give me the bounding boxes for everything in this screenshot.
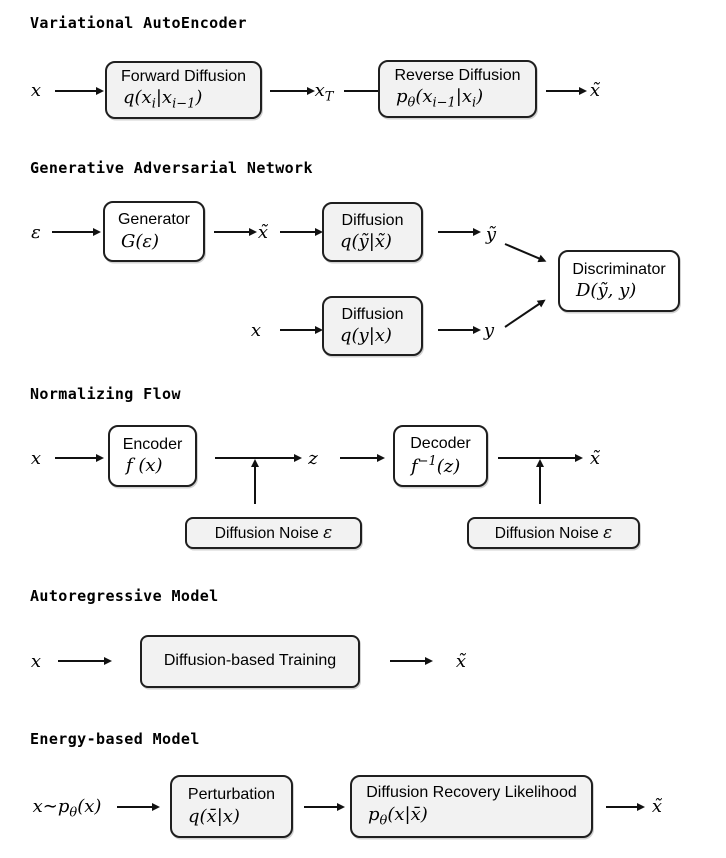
arrow-up <box>536 459 544 504</box>
arrow-diagonal-down <box>504 243 541 260</box>
gan-xtilde-label: x̃ <box>257 222 269 243</box>
box-title: Diffusion <box>341 211 404 229</box>
vae-forward-diffusion-box: Forward Diffusion q(xi|xi−1) <box>105 61 262 119</box>
ar-input-label: x <box>30 651 42 672</box>
arrow-diagonal-up <box>504 302 541 328</box>
box-title: Decoder <box>410 434 471 452</box>
box-formula: D(ỹ, y) <box>576 280 637 302</box>
arrow-right <box>546 87 587 95</box>
box-formula: G(ε) <box>121 230 160 252</box>
section-title-ar: Autoregressive Model <box>30 587 219 605</box>
arrow-right <box>438 326 481 334</box>
arrow-right <box>438 228 481 236</box>
arrow-right <box>270 87 315 95</box>
section-title-ebm: Energy-based Model <box>30 730 200 748</box>
box-title: Discriminator <box>572 260 666 278</box>
gan-discriminator-box: Discriminator D(ỹ, y) <box>558 250 680 312</box>
arrow-right <box>117 803 160 811</box>
box-formula: q(y|x) <box>340 325 392 347</box>
arrow-right <box>390 657 433 665</box>
gan-generator-box: Generator G(ε) <box>103 201 205 262</box>
nf-encoder-box: Encoder f (x) <box>108 425 197 487</box>
box-formula: q(x̄|x) <box>188 805 240 827</box>
arrow-right <box>215 454 302 462</box>
arrow-right <box>304 803 345 811</box>
box-formula: f−1(z) <box>411 454 461 478</box>
arrow-right <box>340 454 385 462</box>
nf-diffusion-noise-left-box: Diffusion Noise ε <box>185 517 362 549</box>
box-formula: q(xi|xi−1) <box>123 87 203 112</box>
arrow-right <box>58 657 112 665</box>
box-title: Diffusion <box>341 305 404 323</box>
nf-diffusion-noise-right-box: Diffusion Noise ε <box>467 517 640 549</box>
arrow-right <box>55 454 104 462</box>
box-label: Diffusion Noise ε <box>214 523 333 543</box>
section-title-nf: Normalizing Flow <box>30 385 181 403</box>
nf-input-label: x <box>30 448 42 469</box>
box-title: Encoder <box>122 435 183 453</box>
box-formula: f (x) <box>126 455 163 477</box>
nf-output-label: x̃ <box>589 448 601 469</box>
arrow-right <box>280 326 323 334</box>
vae-input-label: x <box>30 80 42 101</box>
box-formula: q(ỹ|x̃) <box>340 231 392 253</box>
arrow-right <box>606 803 645 811</box>
arrow-right <box>55 87 104 95</box>
nf-z-label: z <box>308 448 318 469</box>
gan-diffusion-real-box: Diffusion q(y|x) <box>322 296 423 356</box>
box-formula: pθ(x|x̄) <box>368 803 428 829</box>
box-title: Diffusion Recovery Likelihood <box>366 784 577 802</box>
box-title: Perturbation <box>187 786 276 804</box>
box-title: Reverse Diffusion <box>394 66 521 84</box>
vae-output-label: x̃ <box>589 80 601 101</box>
arrow-right <box>280 228 323 236</box>
box-label: Diffusion Noise ε <box>494 523 613 543</box>
gan-diffusion-fake-box: Diffusion q(ỹ|x̃) <box>322 202 423 262</box>
section-title-gan: Generative Adversarial Network <box>30 159 313 177</box>
box-title: Generator <box>117 211 191 229</box>
ebm-recovery-likelihood-box: Diffusion Recovery Likelihood pθ(x|x̄) <box>350 775 593 838</box>
gan-y-label: y <box>483 320 495 341</box>
gan-x-label: x <box>250 320 262 341</box>
ebm-perturbation-box: Perturbation q(x̄|x) <box>170 775 293 838</box>
vae-reverse-diffusion-box: Reverse Diffusion pθ(xi−1|xi) <box>378 60 537 118</box>
arrow-up <box>251 459 259 504</box>
ar-output-label: x̃ <box>455 651 467 672</box>
section-title-vae: Variational AutoEncoder <box>30 14 247 32</box>
box-title: Forward Diffusion <box>120 67 247 85</box>
box-formula: pθ(xi−1|xi) <box>396 86 484 111</box>
ar-training-box: Diffusion-based Training <box>140 635 360 688</box>
arrow-right <box>498 454 583 462</box>
gan-noise-label: ε <box>31 222 41 243</box>
box-title: Diffusion-based Training <box>163 652 337 670</box>
vae-latent-label: xT <box>314 80 334 105</box>
ebm-input-label: x∼pθ(x) <box>32 796 102 821</box>
ebm-output-label: x̃ <box>651 796 663 817</box>
arrow-right <box>52 228 101 236</box>
arrow-right <box>214 228 257 236</box>
nf-decoder-box: Decoder f−1(z) <box>393 425 488 487</box>
gan-ytilde-label: ỹ <box>485 224 497 245</box>
